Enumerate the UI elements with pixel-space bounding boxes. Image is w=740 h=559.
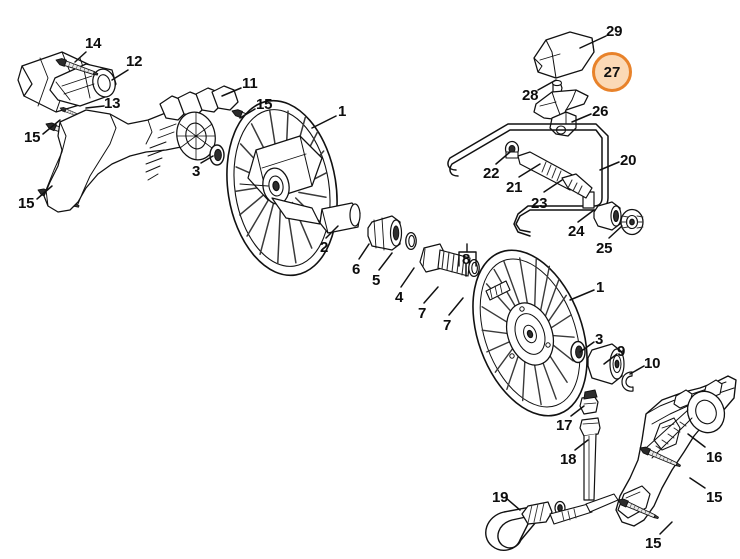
leader-line-11 xyxy=(221,87,242,97)
bushing-nut xyxy=(367,215,403,251)
collar-bushing xyxy=(593,201,622,231)
leader-line-3 xyxy=(579,341,595,353)
callout-number-15[interactable]: 15 xyxy=(24,129,41,146)
leader-line-15 xyxy=(239,108,256,119)
tube-rod xyxy=(579,417,601,501)
leader-line-17 xyxy=(570,405,585,417)
spacer-ring-lower xyxy=(570,340,586,364)
callout-number-15[interactable]: 15 xyxy=(645,535,662,552)
retaining-clip xyxy=(621,371,634,392)
right-arm-bracket xyxy=(615,375,737,527)
callout-number-4[interactable]: 4 xyxy=(395,289,404,306)
fan-wheel-upper xyxy=(226,99,338,277)
highlighted-part-badge-27[interactable]: 27 xyxy=(592,52,632,92)
leader-line-20 xyxy=(599,161,620,171)
callout-number-21[interactable]: 21 xyxy=(506,179,523,196)
wire-bail-frame xyxy=(447,123,609,237)
callout-number-15[interactable]: 15 xyxy=(706,489,723,506)
callout-number-11[interactable]: 11 xyxy=(242,75,258,92)
leader-line-7 xyxy=(423,286,439,304)
leader-line-3 xyxy=(200,155,214,164)
callout-number-15[interactable]: 15 xyxy=(18,195,35,212)
fan-wheel-lower xyxy=(472,249,588,417)
callout-number-8[interactable]: 8 xyxy=(462,251,471,268)
knurled-knob xyxy=(620,208,644,236)
leader-line-21 xyxy=(518,163,541,178)
seal-set-bracket xyxy=(458,243,477,267)
leader-line-24 xyxy=(577,209,595,223)
callout-number-29[interactable]: 29 xyxy=(606,23,623,40)
callout-number-3[interactable]: 3 xyxy=(192,163,201,180)
callout-number-9[interactable]: 9 xyxy=(617,343,626,360)
callout-number-6[interactable]: 6 xyxy=(352,261,361,278)
callout-number-1[interactable]: 1 xyxy=(338,103,347,120)
cover-shell xyxy=(533,31,595,79)
leader-line-13 xyxy=(85,105,105,109)
callout-number-5[interactable]: 5 xyxy=(372,272,381,289)
leader-line-1 xyxy=(311,115,337,129)
callout-number-28[interactable]: 28 xyxy=(522,87,539,104)
leader-line-18 xyxy=(574,439,589,451)
left-arm-frame xyxy=(43,85,239,213)
callout-number-18[interactable]: 18 xyxy=(560,451,577,468)
washer-5 xyxy=(405,231,417,251)
leader-line-29 xyxy=(579,35,607,49)
leader-line-19 xyxy=(505,497,521,511)
callout-number-20[interactable]: 20 xyxy=(620,152,637,169)
leader-line-15 xyxy=(659,521,673,535)
callout-number-22[interactable]: 22 xyxy=(483,165,500,182)
callout-number-15[interactable]: 15 xyxy=(256,96,273,113)
leader-line-12 xyxy=(111,69,129,81)
callout-number-26[interactable]: 26 xyxy=(592,103,609,120)
leader-line-1 xyxy=(569,289,595,301)
callout-number-17[interactable]: 17 xyxy=(556,417,573,434)
leader-line-16 xyxy=(687,433,706,448)
callout-number-7[interactable]: 7 xyxy=(418,305,427,322)
threaded-spindle xyxy=(419,243,471,277)
leader-line-25 xyxy=(608,225,623,239)
callout-number-25[interactable]: 25 xyxy=(596,240,613,257)
leader-line-10 xyxy=(629,365,645,375)
callout-number-2[interactable]: 2 xyxy=(320,239,329,256)
callout-number-7[interactable]: 7 xyxy=(443,317,452,334)
shaft-pin xyxy=(319,202,361,234)
callout-number-16[interactable]: 16 xyxy=(706,449,723,466)
leader-line-14 xyxy=(74,51,87,63)
callout-number-10[interactable]: 10 xyxy=(644,355,661,372)
leader-line-23 xyxy=(543,179,563,193)
callout-number-23[interactable]: 23 xyxy=(531,195,548,212)
leader-line-15 xyxy=(42,119,61,135)
leader-line-15 xyxy=(689,477,706,489)
spacer-ring-upper xyxy=(209,144,225,166)
leader-line-9 xyxy=(603,353,618,365)
leader-line-5 xyxy=(378,252,393,271)
leader-line-15 xyxy=(36,185,53,200)
coupling-sleeve xyxy=(561,173,593,199)
callout-number-13[interactable]: 13 xyxy=(104,95,121,112)
highlighted-part-number: 27 xyxy=(603,63,621,81)
leader-line-4 xyxy=(400,267,415,288)
leader-line-22 xyxy=(495,151,511,165)
u-bolt-cable xyxy=(485,493,619,551)
callout-number-14[interactable]: 14 xyxy=(85,35,102,52)
leader-line-7 xyxy=(448,297,464,316)
nipple-fitting xyxy=(579,389,599,415)
leader-line-6 xyxy=(358,243,370,260)
callout-number-3[interactable]: 3 xyxy=(595,331,604,348)
roller-bearing xyxy=(587,343,625,385)
leader-line-2 xyxy=(325,225,339,239)
leader-line-28 xyxy=(537,79,557,91)
leader-line-26 xyxy=(571,113,592,123)
callout-number-12[interactable]: 12 xyxy=(126,53,143,70)
cap-nut xyxy=(504,140,520,159)
callout-number-19[interactable]: 19 xyxy=(492,489,509,506)
lever-latch xyxy=(533,89,589,121)
callout-number-1[interactable]: 1 xyxy=(596,279,605,296)
callout-number-24[interactable]: 24 xyxy=(568,223,585,240)
